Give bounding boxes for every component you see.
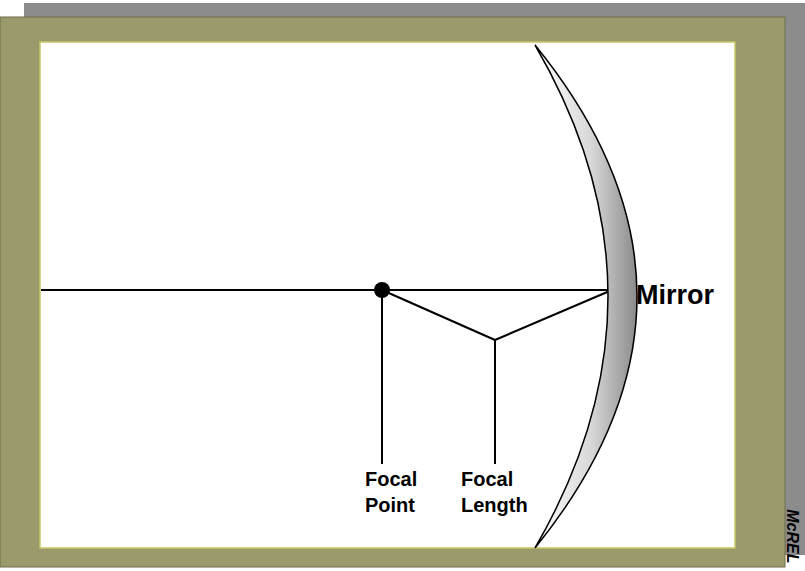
leader-line xyxy=(494,340,496,464)
frame-border xyxy=(0,17,785,567)
leader-line xyxy=(381,290,383,464)
focal-point-dot xyxy=(374,282,390,298)
leader-line xyxy=(495,290,612,340)
watermark: McREL xyxy=(781,509,802,563)
white-panel xyxy=(40,42,735,548)
concave-mirror xyxy=(535,45,637,548)
focal-point-label: Focal Point xyxy=(363,466,419,518)
leader-line xyxy=(382,290,495,340)
focal-length-label: Focal Length xyxy=(459,466,530,518)
shadow-panel xyxy=(24,3,805,555)
principal-axis xyxy=(41,289,612,291)
mirror-label: Mirror xyxy=(636,278,714,313)
